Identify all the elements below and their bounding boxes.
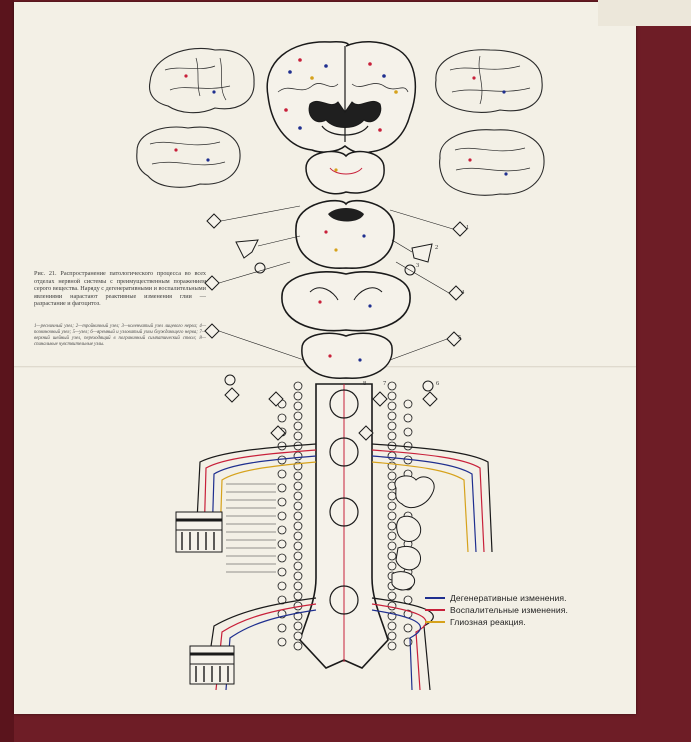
legend-label: Воспалительные изменения.	[450, 605, 569, 615]
legend-swatch-red	[425, 609, 445, 611]
ganglion-chain-left	[293, 381, 303, 651]
ganglion-chain-left-outer	[277, 399, 287, 647]
figure-caption-text: Распространение патологического процесса…	[34, 270, 206, 308]
muscle-block-lower	[189, 645, 235, 685]
brain-lateral-top-left	[148, 47, 255, 114]
legend-label: Глиозная реакция.	[450, 617, 526, 627]
spinal-cord	[299, 383, 389, 669]
brain-lateral-bottom-left	[136, 126, 241, 188]
legend-swatch-blue	[425, 597, 445, 599]
midbrain-section	[305, 150, 385, 195]
label-8: 8	[363, 380, 367, 387]
medulla-lower-section	[301, 332, 393, 379]
medulla-upper-section	[281, 271, 411, 332]
cranial-ganglia-round	[224, 239, 434, 392]
frame-left	[0, 0, 14, 742]
tissue-hatching	[226, 483, 276, 573]
figure-sublegend: 1—ресничный узел; 2—тройничный узел; 3—к…	[34, 324, 206, 347]
legend-swatch-yellow	[425, 621, 445, 623]
label-2: 2	[435, 244, 439, 251]
pathology-dots	[174, 58, 508, 362]
label-7: 7	[383, 380, 387, 387]
muscle-block-upper	[175, 511, 223, 553]
color-legend: Дегенеративные изменения. Воспалительные…	[425, 592, 568, 628]
label-1: 1	[466, 224, 470, 231]
legend-item-glial: Глиозная реакция.	[425, 616, 568, 628]
brain-coronal-section	[266, 41, 417, 155]
figure-number: Рис. 21.	[34, 270, 57, 277]
label-3: 3	[416, 262, 420, 269]
legend-item-inflammatory: Воспалительные изменения.	[425, 604, 568, 616]
legend-label: Дегенеративные изменения.	[450, 593, 567, 603]
cranial-ganglia	[204, 213, 468, 441]
figure-caption: Рис. 21. Распространение патологического…	[34, 270, 206, 308]
top-flap	[598, 0, 691, 26]
label-6: 6	[436, 380, 440, 387]
label-5: 5	[458, 334, 462, 341]
ganglion-chain-right	[387, 381, 397, 651]
pons-section	[295, 200, 395, 269]
brain-lateral-top-right	[435, 49, 543, 113]
brain-lateral-bottom-right	[439, 129, 545, 196]
connector-lines	[218, 205, 454, 361]
label-4: 4	[461, 289, 465, 296]
legend-item-degenerative: Дегенеративные изменения.	[425, 592, 568, 604]
peripheral-nerves-upper	[195, 443, 493, 553]
viscera-organs	[391, 475, 435, 591]
